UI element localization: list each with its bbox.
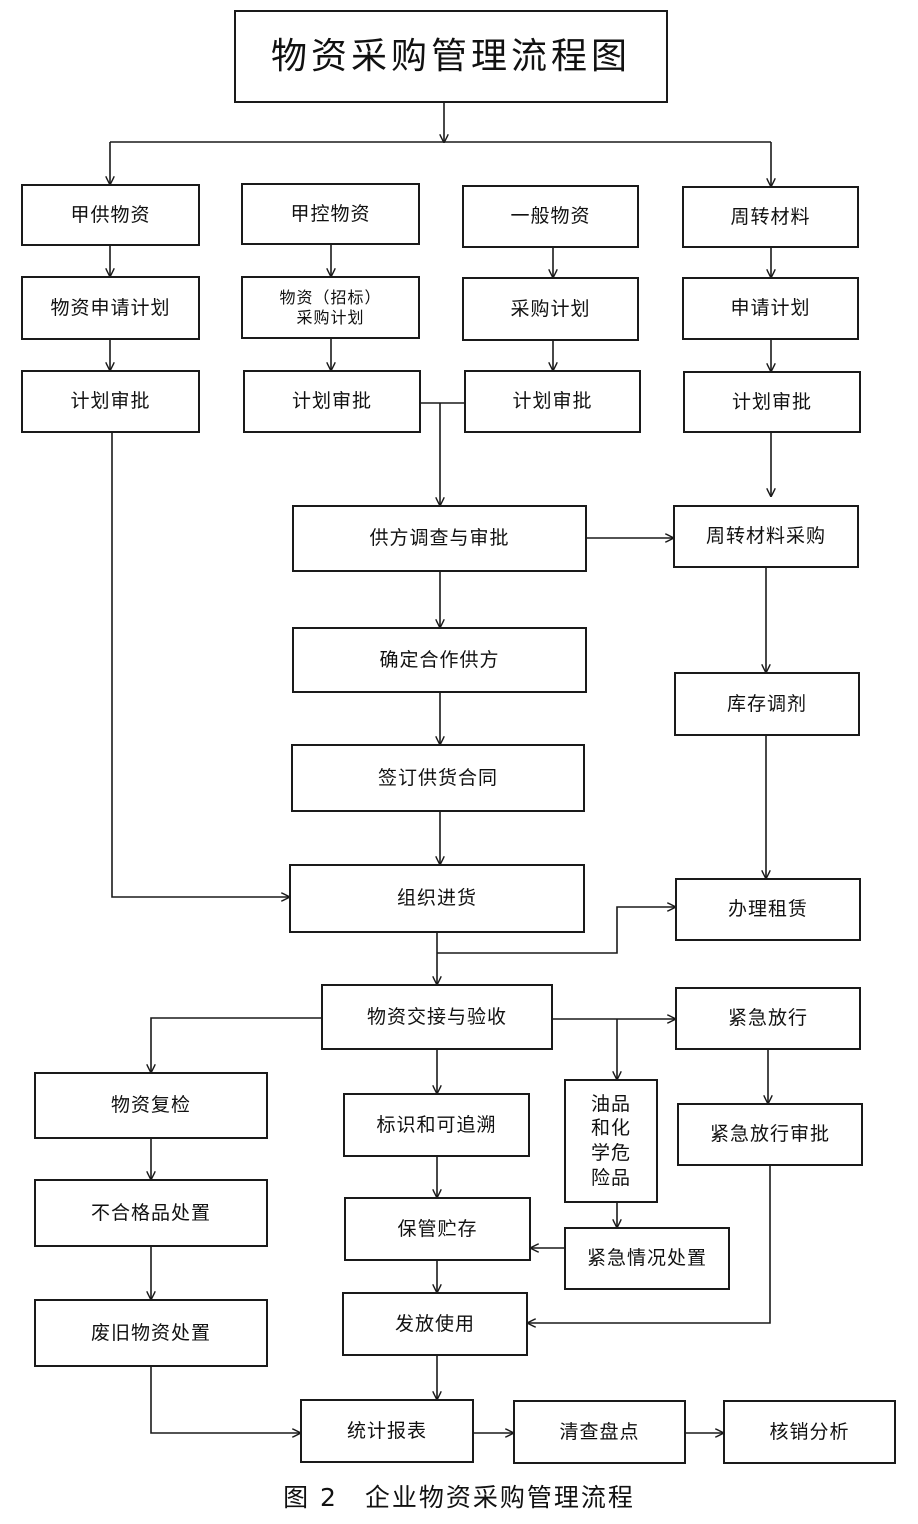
node-jihua-shenpi-4: 计划审批	[683, 371, 861, 433]
figure-caption: 图 2 企业物资采购管理流程	[283, 1483, 635, 1512]
node-buhege-chuzhi: 不合格品处置	[34, 1179, 268, 1247]
node-hexiao-fenxi: 核销分析	[723, 1400, 896, 1464]
node-biaoshi-zhuisu: 标识和可追溯	[343, 1093, 530, 1157]
node-gongfang-diaocha: 供方调查与审批	[292, 505, 587, 572]
node-yiban-wuzi: 一般物资	[462, 185, 639, 248]
node-jiaojie-yanshou: 物资交接与验收	[321, 984, 553, 1050]
node-jinji-fangxing-shenpi: 紧急放行审批	[677, 1103, 863, 1166]
node-baoguan-zhucun: 保管贮存	[344, 1197, 531, 1261]
node-feijiu-chuzhi: 废旧物资处置	[34, 1299, 268, 1367]
connector-to-zulin	[437, 907, 675, 954]
node-zhouzhuan-caigou: 周转材料采购	[673, 505, 859, 568]
node-qingcha-pandian: 清查盘点	[513, 1400, 686, 1464]
node-jihua-shenpi-1: 计划审批	[21, 370, 200, 433]
connector-l3	[150, 1367, 300, 1433]
node-jinji-qingkuang: 紧急情况处置	[564, 1227, 730, 1290]
node-qianding-hetong: 签订供货合同	[291, 744, 585, 812]
node-jihua-shenpi-2: 计划审批	[243, 370, 421, 433]
node-youpin-weixianpin: 油品 和化 学危 险品	[564, 1079, 658, 1203]
node-shenqing-jihua: 申请计划	[682, 277, 859, 340]
node-banli-zulin: 办理租赁	[675, 878, 861, 941]
node-jihua-shenpi-3: 计划审批	[464, 370, 641, 433]
connector-jinji-to-fafang	[528, 1166, 771, 1323]
connector-to-fujian	[151, 1017, 321, 1072]
node-zuzhi-jinhuo: 组织进货	[289, 864, 585, 933]
node-queding-gongfang: 确定合作供方	[292, 627, 587, 693]
node-jiakong-wuzi: 甲控物资	[241, 183, 420, 245]
connector-c1-to-jinhuo	[111, 433, 289, 897]
node-kucun-tiaoji: 库存调剂	[674, 672, 860, 736]
diagram-title: 物资采购管理流程图	[234, 10, 668, 103]
node-caigou-jihua: 采购计划	[462, 277, 639, 341]
node-tongji-baobiao: 统计报表	[300, 1399, 474, 1463]
node-jinji-fangxing: 紧急放行	[675, 987, 861, 1050]
node-jiagong-wuzi: 甲供物资	[21, 184, 200, 246]
node-fafang-shiyong: 发放使用	[342, 1292, 528, 1356]
node-zhouzhuan-cailiao: 周转材料	[682, 186, 859, 248]
node-wuzi-shenqing-jihua: 物资申请计划	[21, 276, 200, 340]
node-zhaobiao-caigou-jihua: 物资（招标） 采购计划	[241, 276, 420, 339]
node-wuzi-fujian: 物资复检	[34, 1072, 268, 1139]
